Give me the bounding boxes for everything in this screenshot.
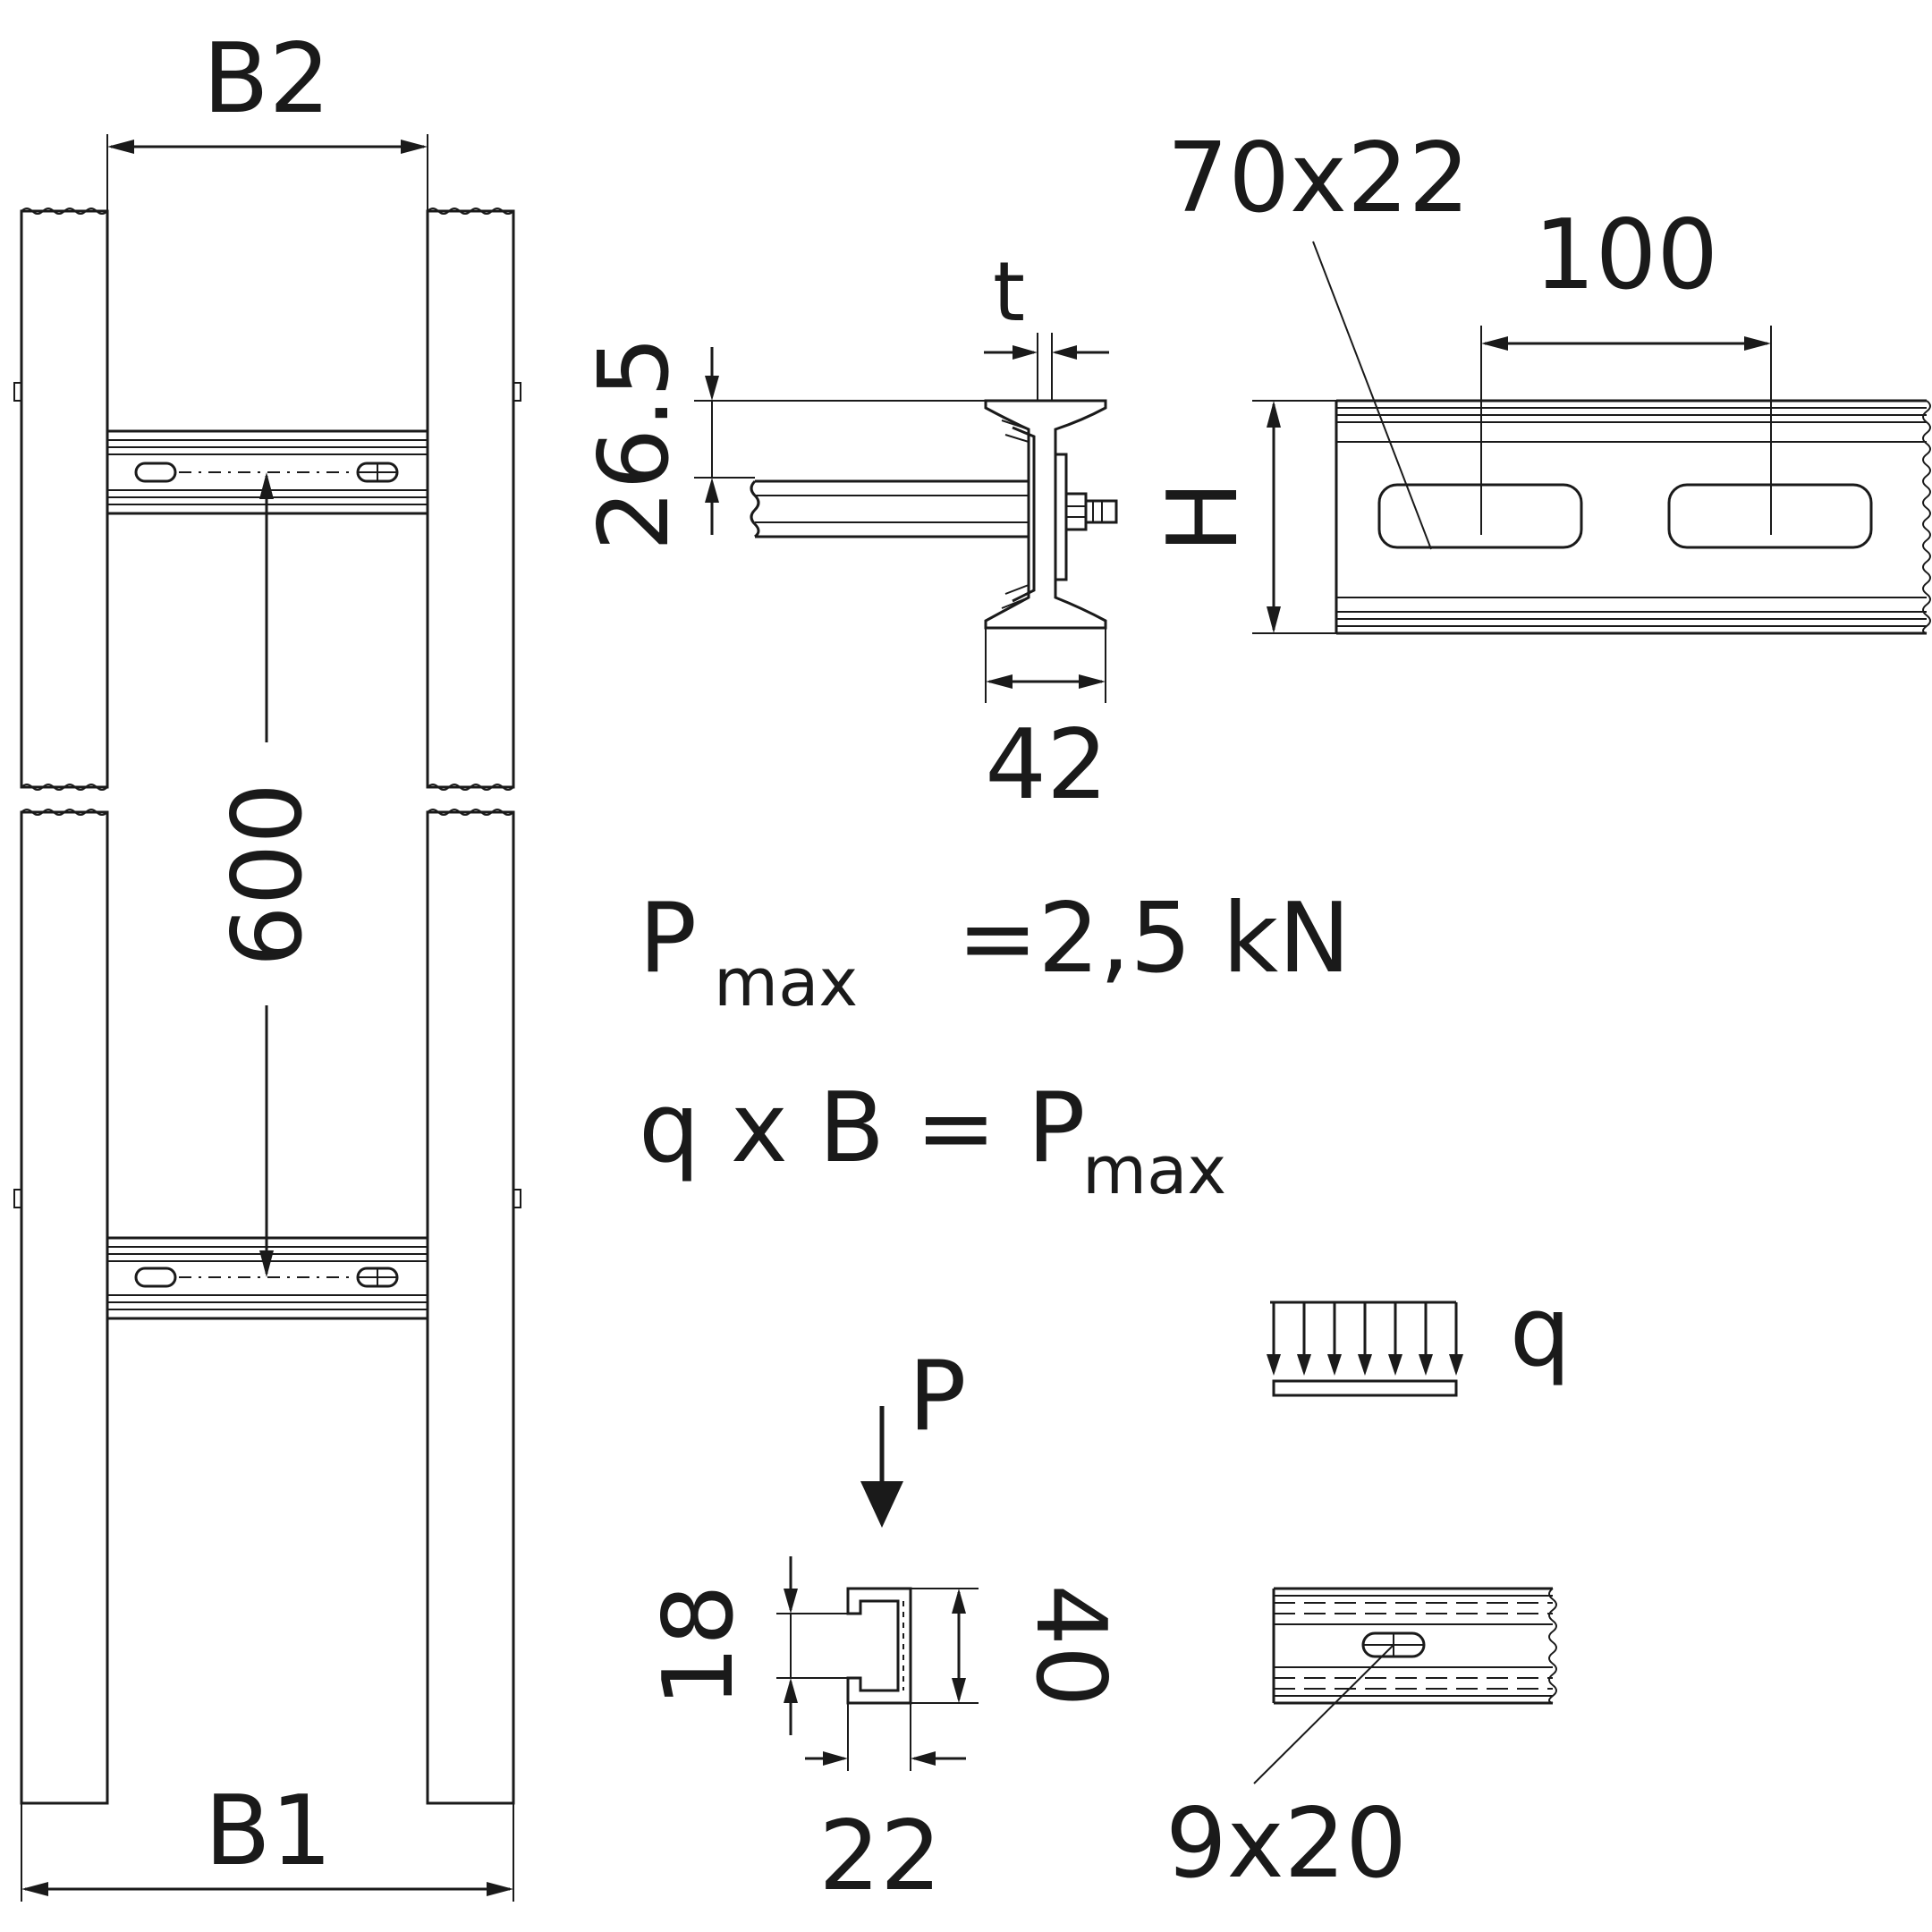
slot-size-callout: 70x22 <box>1167 123 1470 550</box>
t-label: t <box>993 244 1025 340</box>
pmax-symbol: P <box>639 883 697 995</box>
left-rail-lower <box>20 809 109 1805</box>
flange-height-label: 26.5 <box>579 336 691 551</box>
hole-size-callout: 9x20 <box>1165 1644 1407 1900</box>
pmax-value: =2,5 kN <box>957 883 1351 995</box>
ladder-top-view: B2 600 B1 <box>13 23 521 1902</box>
rung-spacing-dimension: 600 <box>212 472 324 1277</box>
channel-side-view: 9x20 <box>1165 1587 1557 1900</box>
height-label: H <box>1148 480 1259 553</box>
distributed-load-label: q <box>1510 1276 1572 1388</box>
channel-width-label: 22 <box>818 1801 941 1912</box>
formulas: P max =2,5 kN q x B = P max <box>639 883 1351 1209</box>
point-load: P <box>860 1341 967 1528</box>
b1-dimension: B1 <box>21 1775 514 1902</box>
flange-width-dimension: 42 <box>985 628 1108 821</box>
slot-pitch-label: 100 <box>1534 199 1718 311</box>
slot-pitch-dimension: 100 <box>1480 199 1772 535</box>
slot-size-label: 70x22 <box>1167 123 1470 234</box>
height-dimension: H <box>1148 400 1336 634</box>
qb-formula: q x B = P <box>639 1072 1086 1184</box>
flange-height-dimension: 26.5 <box>579 336 986 551</box>
pmax-subscript: max <box>714 945 858 1021</box>
t-dimension: t <box>984 244 1109 401</box>
left-rail-upper <box>20 208 109 791</box>
channel-height-dimension: 40 <box>911 1584 1126 1707</box>
qb-subscript: max <box>1082 1132 1226 1209</box>
point-load-label: P <box>908 1341 966 1453</box>
right-rail-lower <box>426 809 515 1805</box>
c-channel-section: 18 40 22 <box>643 1556 1126 1912</box>
rung-spacing-label: 600 <box>212 783 324 967</box>
channel-width-dimension: 22 <box>805 1703 966 1912</box>
channel-height-label: 40 <box>1014 1584 1126 1707</box>
b2-label: B2 <box>203 23 331 135</box>
rail-cross-section: 26.5 t 42 <box>579 244 1118 821</box>
rail-side-view: 100 70x22 H <box>1148 123 1931 635</box>
distributed-load: q <box>1267 1276 1572 1397</box>
channel-slot-dimension: 18 <box>643 1556 848 1735</box>
flange-width-label: 42 <box>985 709 1107 821</box>
hole-size-label: 9x20 <box>1165 1788 1407 1900</box>
b1-label: B1 <box>205 1775 333 1887</box>
channel-slot-label: 18 <box>643 1584 755 1707</box>
right-rail-upper <box>426 208 515 791</box>
b2-dimension: B2 <box>106 23 428 211</box>
